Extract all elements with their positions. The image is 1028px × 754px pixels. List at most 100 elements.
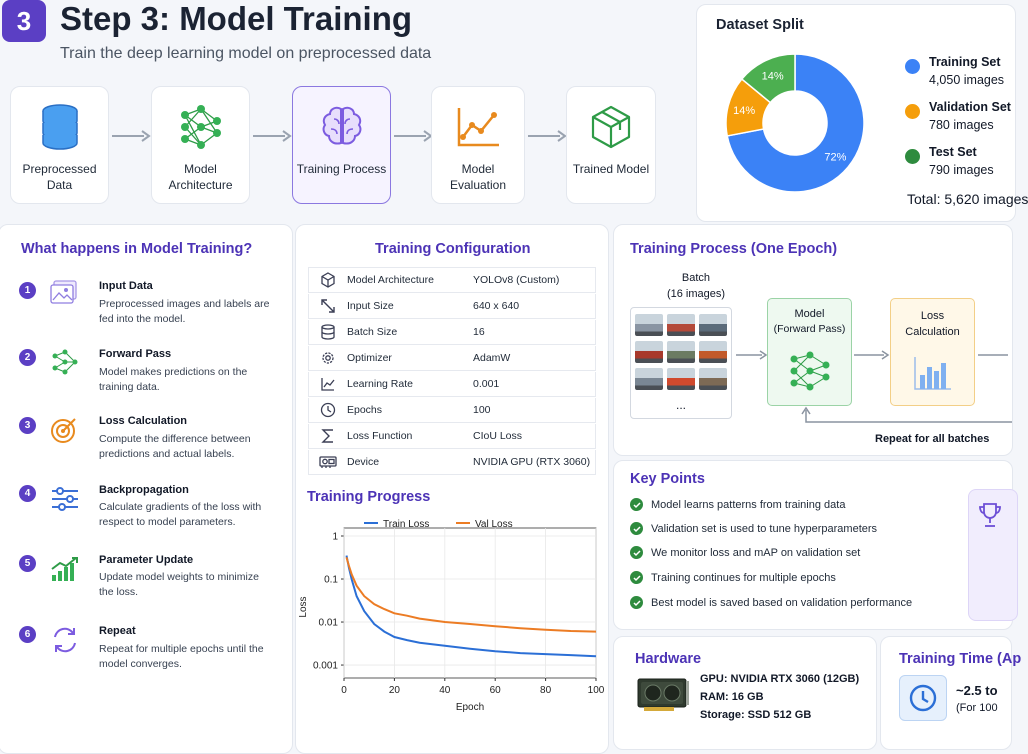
config-value: YOLOv8 (Custom): [473, 274, 560, 286]
legend-count: 790 images: [929, 163, 994, 177]
config-value: AdamW: [473, 352, 511, 364]
config-value: 0.001: [473, 378, 500, 390]
page-title: Step 3: Model Training: [60, 0, 413, 37]
flow-arrow-icon: [253, 130, 292, 142]
key-point-item: Model learns patterns from training data: [630, 498, 845, 511]
training-time-title: Training Time (Ap: [899, 651, 1022, 667]
flow-trained-model: Trained Model: [566, 86, 656, 204]
check-icon: [630, 522, 643, 535]
resize-icon: [309, 298, 347, 314]
flow-label: Model Evaluation: [449, 162, 507, 192]
batch-thumbnail: [699, 314, 727, 336]
dataset-split-title: Dataset Split: [716, 17, 804, 33]
step-desc: Model makes predictions on the training …: [99, 366, 248, 393]
config-value: 640 x 640: [473, 300, 520, 312]
pie-slice-label: 72%: [824, 151, 846, 163]
y-tick-label: 0.1: [324, 575, 338, 586]
what-happens-card: What happens in Model Training?: [0, 224, 293, 754]
step-title: Loss Calculation: [99, 415, 188, 427]
config-row: Learning Rate 0.001: [308, 372, 596, 397]
model-label: Model: [794, 308, 825, 320]
legend-name: Training Set: [929, 55, 1001, 69]
clock-icon: [309, 402, 347, 418]
flow-label: Preprocessed Data: [22, 162, 97, 192]
legend-swatch-validation: [905, 104, 920, 119]
step-desc: Preprocessed images and labels are fed i…: [99, 298, 270, 325]
repeat-label: Repeat for all batches: [875, 433, 990, 445]
key-point-item: Best model is saved based on validation …: [630, 596, 912, 609]
training-time-value: ~2.5 to: [956, 683, 998, 698]
cube-icon: [588, 101, 634, 153]
sigma-icon: [309, 428, 347, 444]
step-title: Input Data: [99, 280, 153, 292]
config-key: Device: [347, 456, 380, 468]
config-table-top: [308, 267, 596, 268]
step-number: 6: [19, 626, 36, 643]
y-tick-label: 0.01: [319, 618, 339, 629]
x-tick-label: 40: [439, 685, 451, 696]
brain-icon: [318, 101, 366, 153]
key-points-title: Key Points: [630, 471, 705, 487]
config-key: Epochs: [347, 404, 383, 416]
dataset-split-card: Dataset Split 72%14%14% Training Set 4,0…: [696, 4, 1028, 222]
x-axis-label: Epoch: [456, 702, 484, 713]
loss-calc-box: Loss Calculation: [890, 298, 975, 406]
key-point-text: Model learns patterns from training data: [651, 498, 846, 511]
clock-icon: [899, 675, 947, 721]
batch-thumbnail: [667, 314, 695, 336]
step-number: 1: [19, 282, 36, 299]
loss-label: Loss Calculation: [905, 310, 960, 338]
batch-label: Batch: [681, 272, 711, 284]
flow-arrow-icon: [394, 130, 433, 142]
training-time-card: Training Time (Ap ~2.5 to (For 100: [880, 636, 1021, 750]
step-number: 3: [19, 417, 36, 434]
flow-arrow-icon: [112, 130, 151, 142]
key-point-item: Training continues for multiple epochs: [630, 571, 836, 584]
step-desc: Update model weights to minimize the los…: [99, 571, 259, 598]
series-line: [345, 557, 597, 633]
y-tick-label: 1: [332, 532, 338, 543]
check-icon: [630, 498, 643, 511]
config-key: Batch Size: [347, 326, 398, 338]
trophy-icon: [978, 502, 1002, 533]
epoch-arrow-icon: [854, 350, 890, 360]
progress-title: Training Progress: [307, 489, 431, 505]
config-key: Learning Rate: [347, 378, 413, 390]
network-icon: [51, 348, 79, 381]
legend-name: Validation Set: [929, 100, 1011, 114]
training-time-note: (For 100: [956, 702, 998, 714]
step-title: Parameter Update: [99, 554, 194, 566]
flow-label: Training Process: [296, 162, 387, 176]
pie-slice: [740, 53, 796, 104]
y-axis-label: Loss: [298, 596, 309, 617]
gpu-icon: [309, 454, 347, 470]
step-badge: 3: [2, 0, 46, 42]
hardware-card: Hardware GPU: NVIDIA RTX 3060 (12GB) RAM…: [613, 636, 877, 750]
flow-label: Model Architecture: [168, 162, 233, 192]
dataset-total: Total: 5,620 images: [907, 191, 1028, 207]
config-key: Loss Function: [347, 430, 413, 442]
hardware-storage: Storage: SSD 512 GB: [700, 709, 812, 721]
step-desc: Calculate gradients of the loss with res…: [99, 501, 262, 528]
legend-count: 4,050 images: [929, 73, 1005, 87]
image-icon: [50, 280, 78, 311]
batch-thumbnail: [699, 341, 727, 363]
epoch-arrow-icon: [736, 350, 768, 360]
forward-pass-box: Model (Forward Pass): [767, 298, 852, 406]
step-title: Forward Pass: [99, 348, 172, 360]
legend-count: 780 images: [929, 118, 994, 132]
key-point-text: We monitor loss and mAP on validation se…: [651, 546, 861, 559]
batch-sub: (16 images): [666, 288, 726, 300]
page-subtitle: Train the deep learning model on preproc…: [60, 45, 432, 62]
key-point-item: Validation set is used to tune hyperpara…: [630, 522, 877, 535]
target-icon: [50, 416, 78, 449]
key-point-text: Best model is saved based on validation …: [651, 596, 913, 609]
batch-thumbnail: [635, 341, 663, 363]
step-number: 2: [19, 349, 36, 366]
hardware-gpu: GPU: NVIDIA RTX 3060 (12GB): [700, 673, 860, 685]
